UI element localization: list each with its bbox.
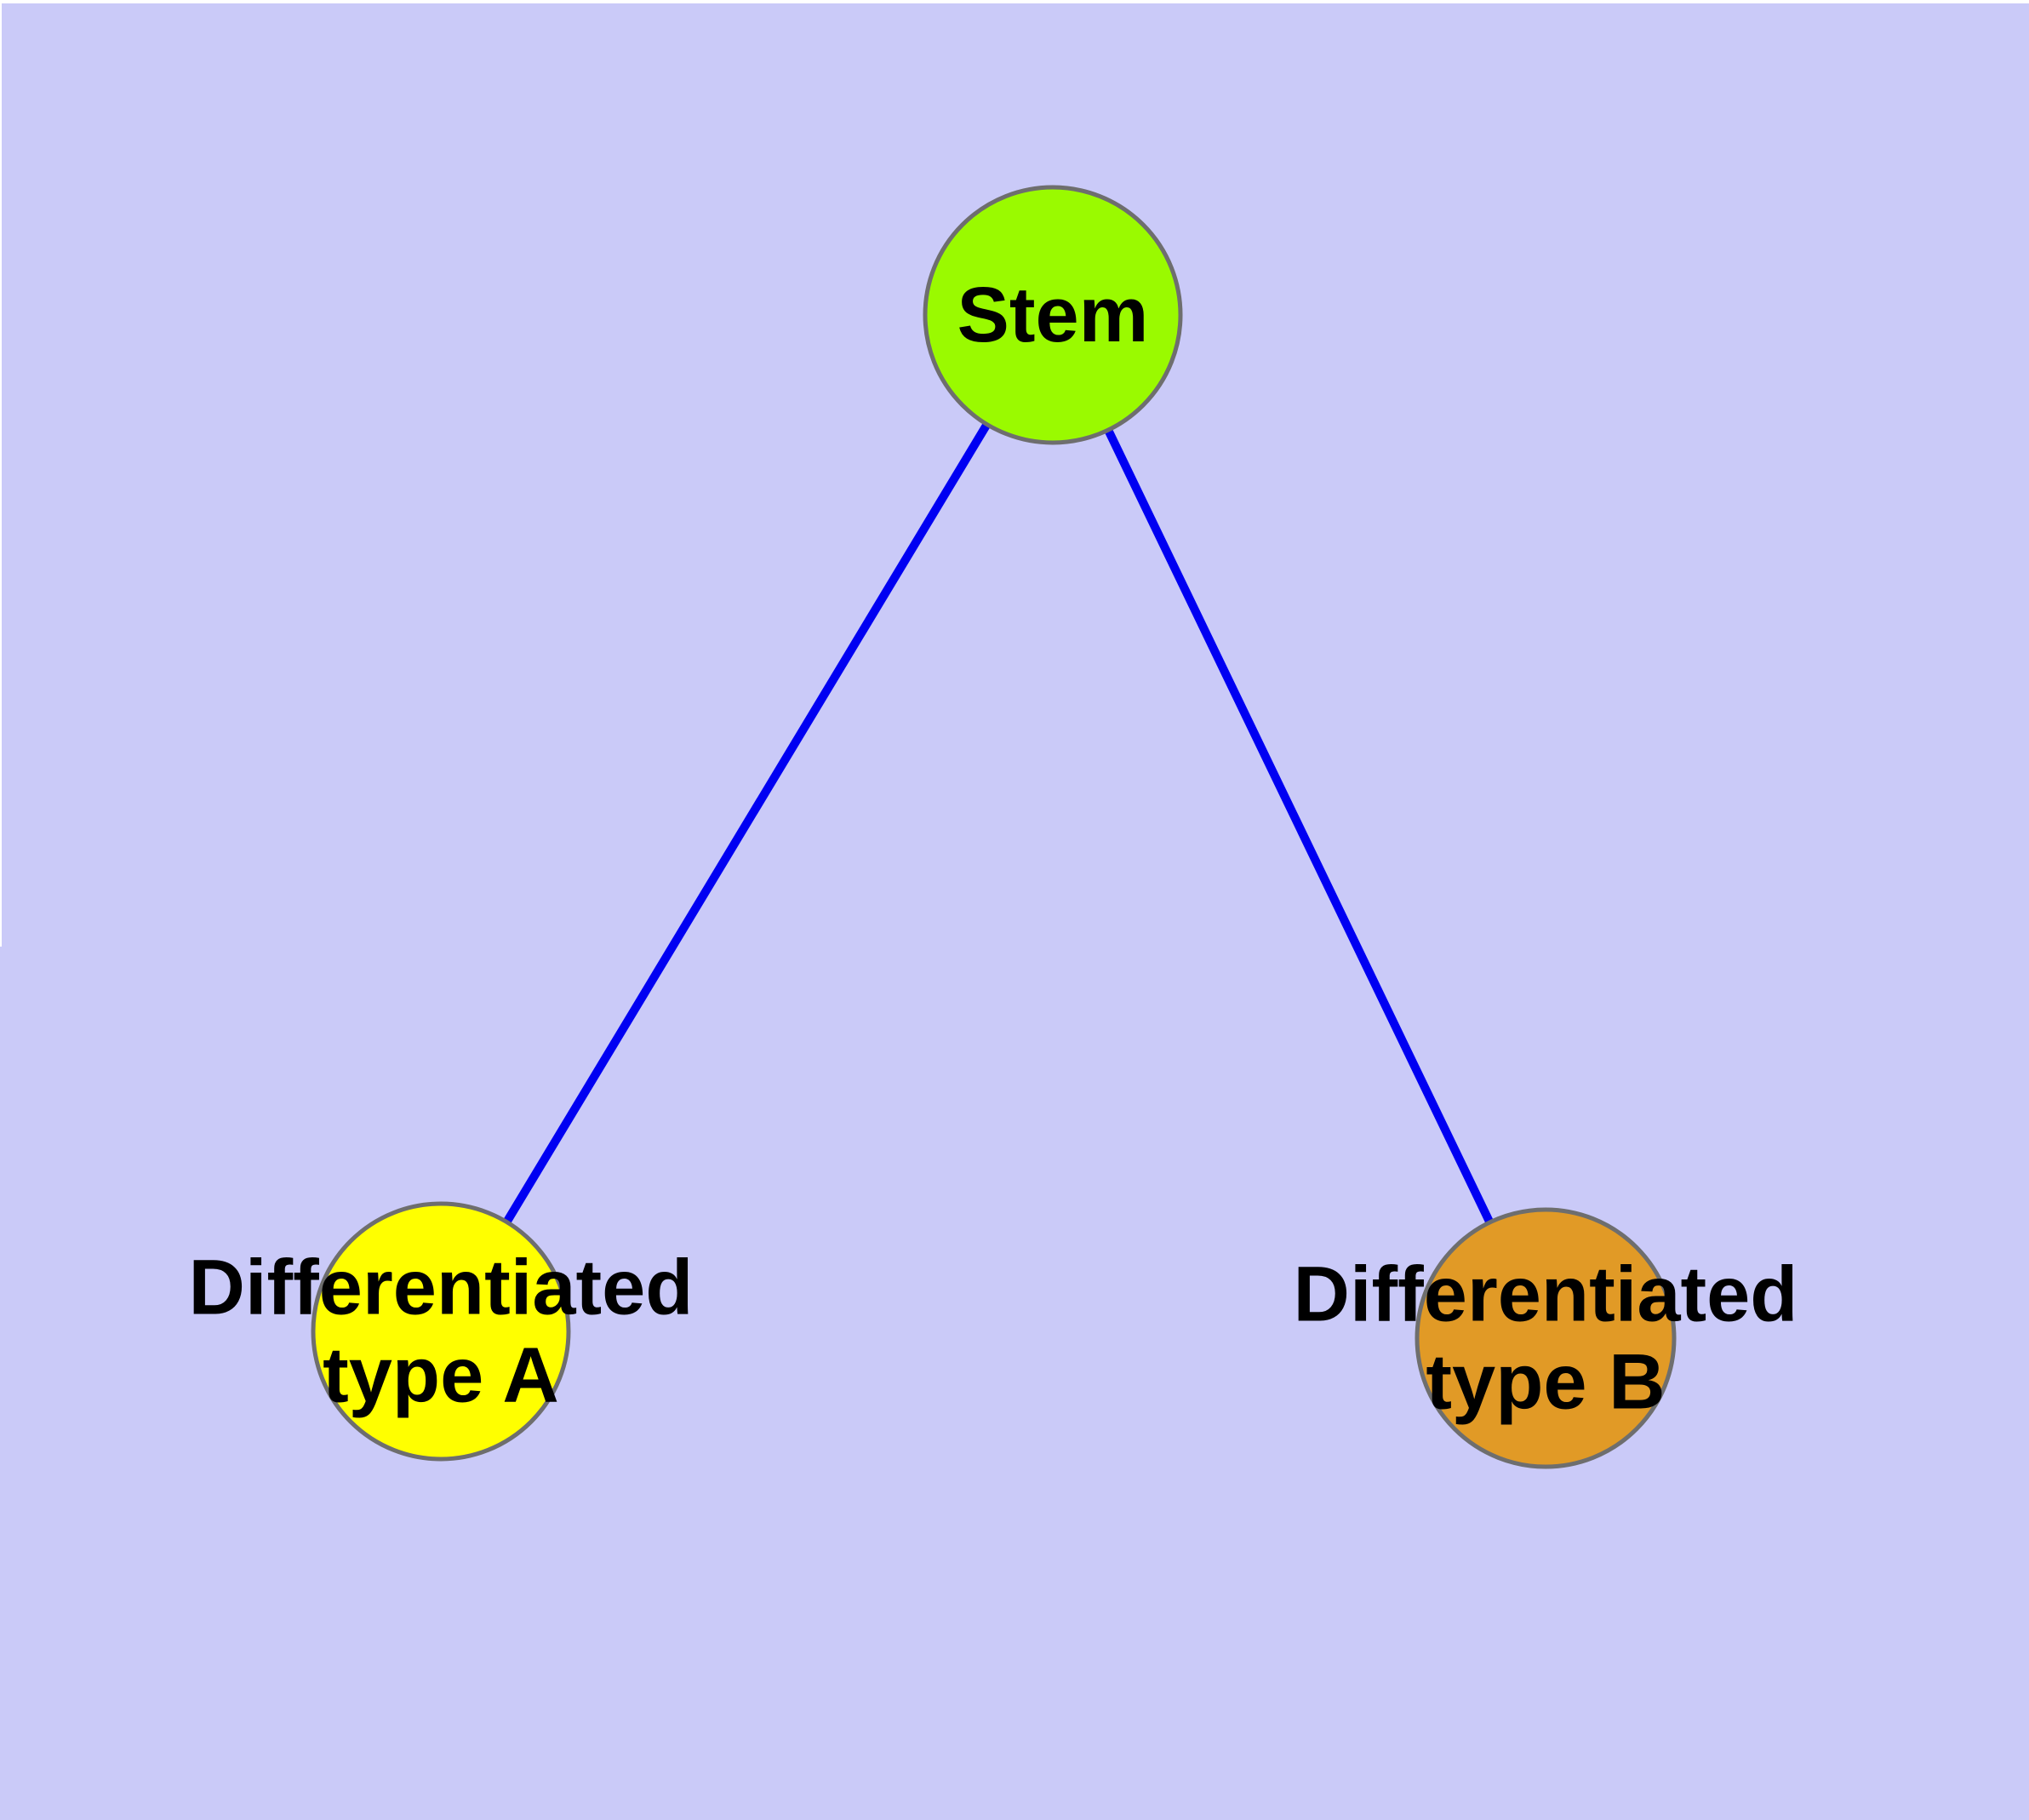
node-stem[interactable] [923, 185, 1183, 445]
edge-stem-diff-a[interactable] [437, 312, 1057, 1334]
node-label-stem-line-1: Stem [957, 272, 1149, 358]
node-label-diff-a-line-1: Differentiated [189, 1245, 694, 1331]
node-label-diff-a-line-2: type A [323, 1332, 559, 1419]
canvas-edge-highlight-top [0, 0, 2029, 3]
node-diff-a[interactable] [311, 1201, 571, 1462]
node-diff-b[interactable] [1415, 1207, 1677, 1469]
canvas-edge-highlight-left [0, 0, 2, 947]
edges-layer [437, 312, 1550, 1341]
node-label-diff-b-line-1: Differentiated [1294, 1251, 1798, 1338]
node-label-diff-b-line-2: type B [1426, 1339, 1665, 1426]
edge-stem-diff-b[interactable] [1049, 312, 1550, 1341]
nodes-layer [311, 185, 1677, 1469]
